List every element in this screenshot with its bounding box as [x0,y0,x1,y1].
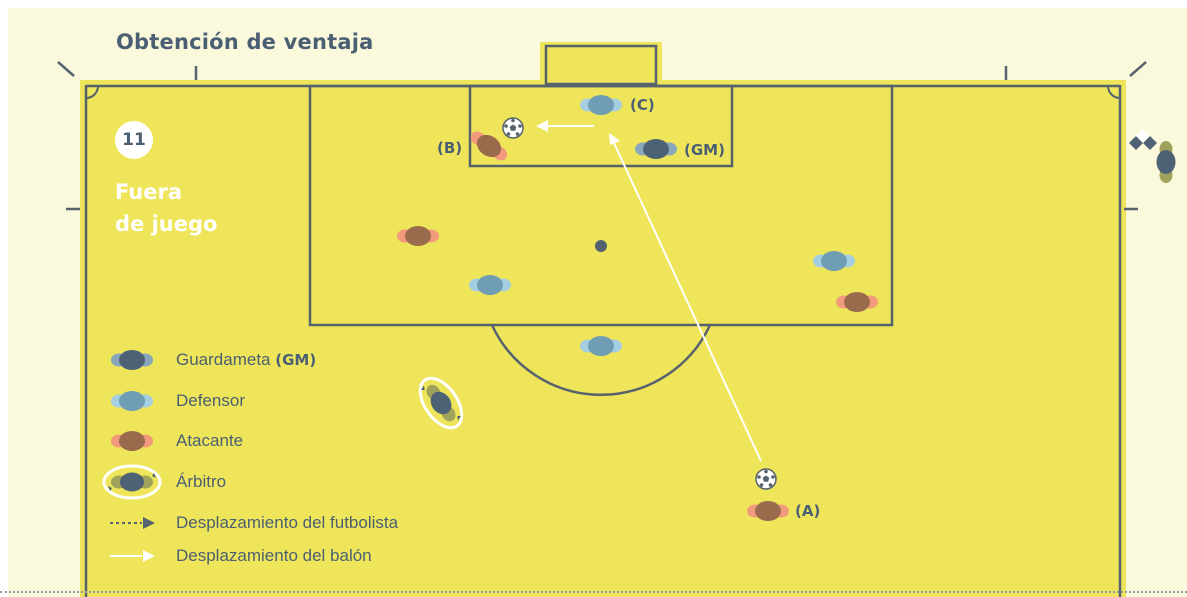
legend-player-movement: Desplazamiento del futbolista [176,513,399,532]
penalty-spot [595,240,607,252]
penalty-arc [490,324,712,397]
ball-icon [755,468,777,490]
legend-referee: Árbitro [176,472,227,491]
legend-attacker: Atacante [176,431,244,450]
scenario-title-line2: de juego [115,212,218,236]
player-label-gm: (GM) [684,141,725,159]
goal [540,42,662,82]
ball-path-short-arrowhead [536,120,548,132]
ball-icon [502,117,524,139]
goal-area [468,84,734,168]
legend-goalkeeper-abbr: (GM) [275,351,317,369]
corner-arc-left [85,85,99,99]
corner-arc-right [1107,85,1121,99]
ball-path-long [613,142,762,462]
legend-defender: Defensor [176,391,245,410]
page-title: Obtención de ventaja [116,30,374,54]
scenario-title: Fuera de juego [115,176,217,240]
legend-goalkeeper: Guardameta (GM) [176,350,316,370]
legend-goalkeeper-label: Guardameta [176,350,271,369]
scenario-title-line1: Fuera [115,180,183,204]
player-label-b: (B) [437,139,463,157]
corner-flag-icon [1129,129,1157,150]
legend-ball-movement: Desplazamiento del balón [176,546,372,565]
player-label-c: (C) [630,96,655,114]
bottom-divider [0,591,1187,593]
scenario-number-badge: 11 [115,121,153,159]
ball-path-arrowhead [609,133,620,145]
player-label-a: (A) [795,502,821,520]
assistant-referee-icon [1156,141,1176,183]
